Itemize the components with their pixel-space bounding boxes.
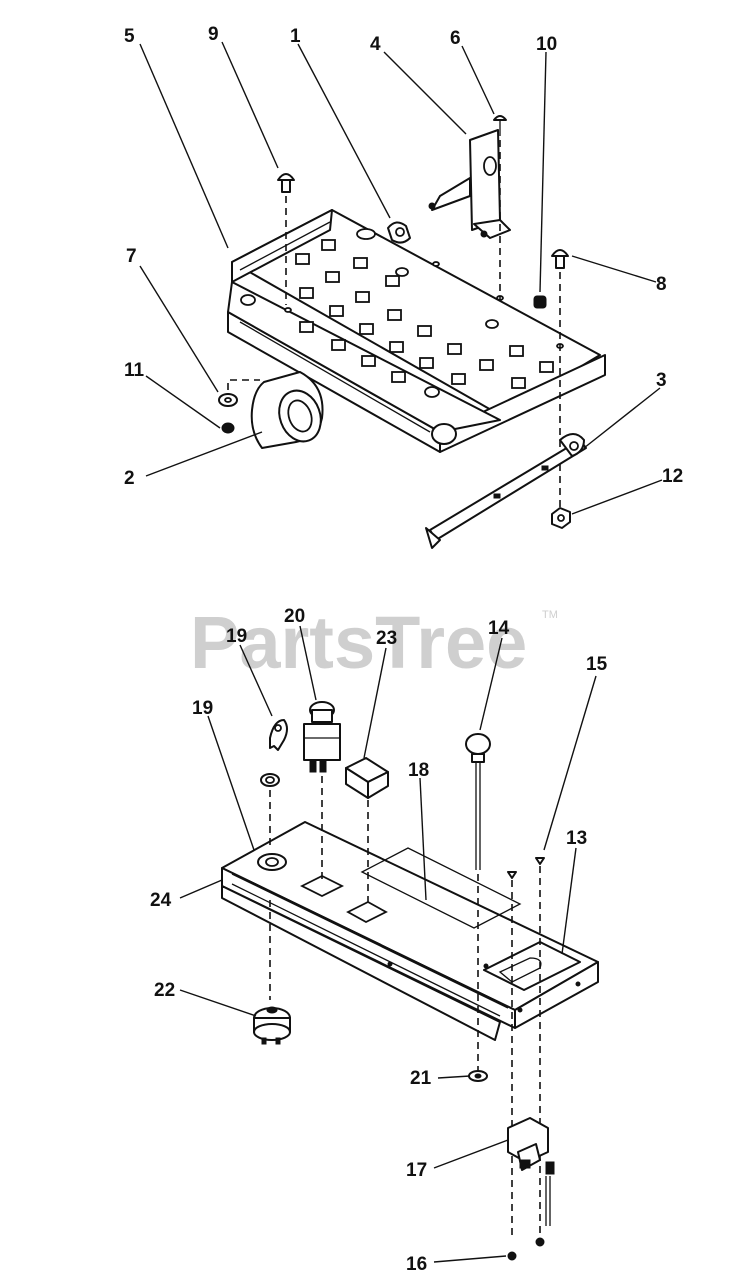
watermark-trademark: TM: [542, 609, 558, 621]
rocker-switch: [345, 757, 389, 902]
callout-23: 23: [376, 628, 397, 649]
bolt-9: [277, 173, 295, 305]
callout-18: 18: [408, 760, 429, 781]
callout-22: 22: [154, 980, 175, 1001]
callout-21: 21: [410, 1068, 432, 1089]
callout-16: 16: [406, 1254, 427, 1275]
callout-6: 6: [450, 28, 461, 49]
callout-labels: 5 9 1 4 6 10 7 8 11 3 2 12 20 14 19 23 1…: [124, 24, 683, 1275]
watermark-logo: PartsTree: [190, 601, 527, 684]
callout-20: 20: [284, 606, 305, 627]
callout-2: 2: [124, 468, 135, 489]
callout-19-key: 19: [226, 626, 247, 647]
bolt-8: [551, 249, 569, 510]
callout-10: 10: [536, 34, 557, 55]
callout-3: 3: [656, 370, 667, 391]
callout-17: 17: [406, 1160, 427, 1181]
nut-10: [533, 295, 547, 309]
leader-lines: [139, 41, 663, 1263]
pto-switch: [303, 701, 341, 880]
bolt-6: [493, 115, 507, 300]
callout-4: 4: [370, 34, 381, 55]
switch-nut: [260, 773, 280, 848]
spacer-bushing: [250, 371, 324, 449]
washer-7: [218, 393, 238, 407]
callout-11: 11: [124, 360, 145, 381]
lower-assembly: [221, 701, 599, 1261]
callout-1: 1: [290, 26, 301, 47]
callout-24: 24: [150, 890, 172, 911]
callout-5: 5: [124, 26, 135, 47]
ignition-key: [269, 719, 288, 751]
mounting-bracket: [428, 129, 511, 239]
washer-21: [468, 1070, 488, 1082]
upper-assembly: [218, 115, 606, 549]
choke-cable: [465, 733, 491, 1072]
callout-12: 12: [662, 466, 683, 487]
screws: [507, 857, 545, 1240]
callout-14: 14: [488, 618, 510, 639]
callout-19-nut: 19: [192, 698, 213, 719]
support-plate: [227, 209, 606, 453]
interlock-switch: [507, 1117, 555, 1261]
dash-panel: [221, 821, 599, 1041]
callout-8: 8: [656, 274, 667, 295]
callout-15: 15: [586, 654, 608, 675]
nut-11: [221, 422, 235, 434]
callout-7: 7: [126, 246, 137, 267]
callout-13: 13: [566, 828, 587, 849]
ignition-switch: [253, 900, 291, 1045]
callout-9: 9: [208, 24, 219, 45]
link-bar: [425, 433, 587, 549]
nut-12: [551, 507, 571, 529]
